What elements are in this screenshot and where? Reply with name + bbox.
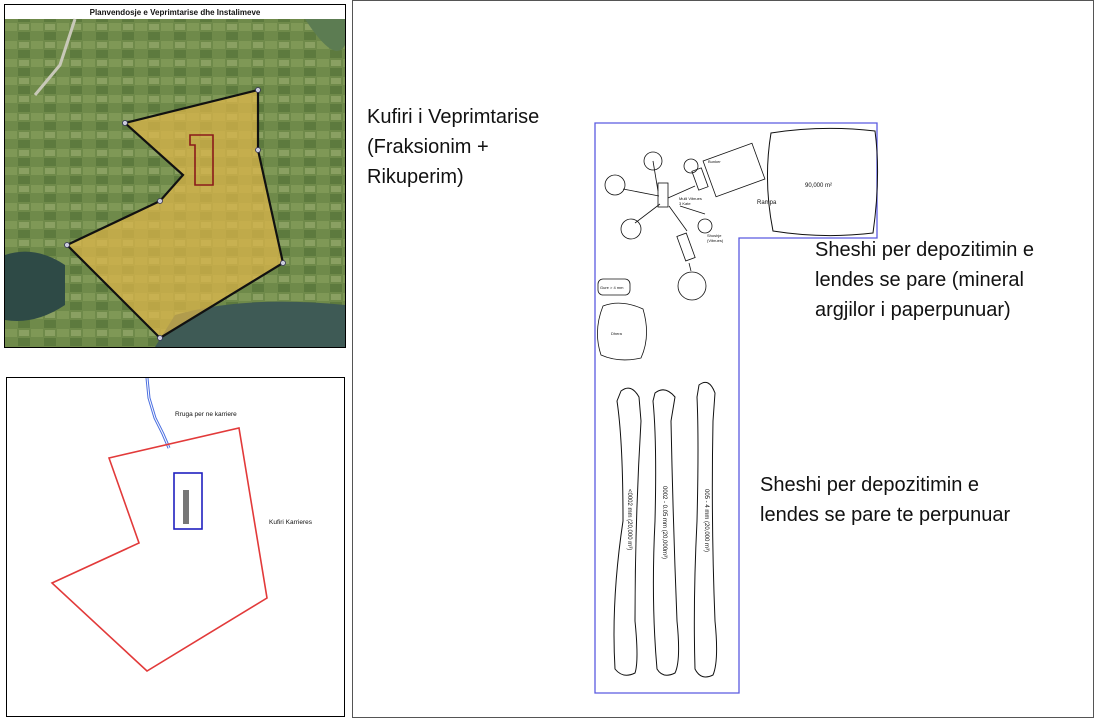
pile-label-medium: 0002 - 0.05 mm (20,000m³) — [661, 486, 667, 559]
processed-area-label: Sheshi per depozitimin e lendes se pare … — [760, 474, 1011, 526]
aerial-site-map: Planvendosje e Veprimtarise dhe Instalim… — [4, 4, 346, 348]
pile-label-fine: <0002 mm (20,000 m³) — [626, 489, 632, 550]
activity-boundary-label: Kufiri i Veprimtarise (Fraksionim + Riku… — [367, 106, 545, 188]
soil-label: Dhera — [611, 331, 623, 336]
raw-stockpile — [766, 127, 879, 237]
aerial-title: Planvendosje e Veprimtarise dhe Instalim… — [90, 8, 261, 17]
bunker-label: Bunker — [708, 159, 721, 164]
plant-boundary-mini — [173, 472, 203, 530]
quarry-boundary-map: Rruga per ne karriere Kufiri Karrieres — [6, 377, 345, 717]
stones-pile — [597, 278, 631, 296]
pile-label-coarse: 005 - 4 mm (20,000 m³) — [703, 489, 709, 552]
activity-boundary — [594, 122, 878, 694]
sieve-label: Shoshje (Vibrues) — [707, 233, 724, 243]
raw-stockpile-area: 90,000 m² — [805, 183, 832, 189]
access-road — [145, 378, 171, 449]
rampa-label: Rampa — [757, 200, 777, 206]
boundary-map-canvas: Rruga per ne karriere Kufiri Karrieres — [50, 378, 313, 672]
raw-area-label: Sheshi per depozitimin e lendes se pare … — [815, 239, 1040, 321]
soil-pile — [597, 302, 647, 361]
stockpile-fine — [613, 387, 642, 676]
stockpile-medium — [652, 389, 680, 676]
quarry-label: Kufiri Karrieres — [269, 519, 313, 526]
plant-layout-canvas: Kufiri i Veprimtarise (Fraksionim + Riku… — [367, 106, 1040, 694]
quarry-boundary — [50, 427, 268, 672]
stockpile-coarse — [693, 381, 718, 678]
road-label: Rruga per ne karriere — [175, 411, 237, 418]
plant-layout-diagram: Kufiri i Veprimtarise (Fraksionim + Riku… — [352, 0, 1094, 718]
stones-label: Gure > 4 mm — [600, 285, 624, 290]
mill-label: Mulli Vibrues 3 Kate — [679, 196, 703, 206]
plant-footprint — [189, 134, 214, 186]
processing-equipment — [604, 142, 766, 301]
aerial-map-canvas: Planvendosje e Veprimtarise dhe Instalim… — [5, 5, 345, 347]
